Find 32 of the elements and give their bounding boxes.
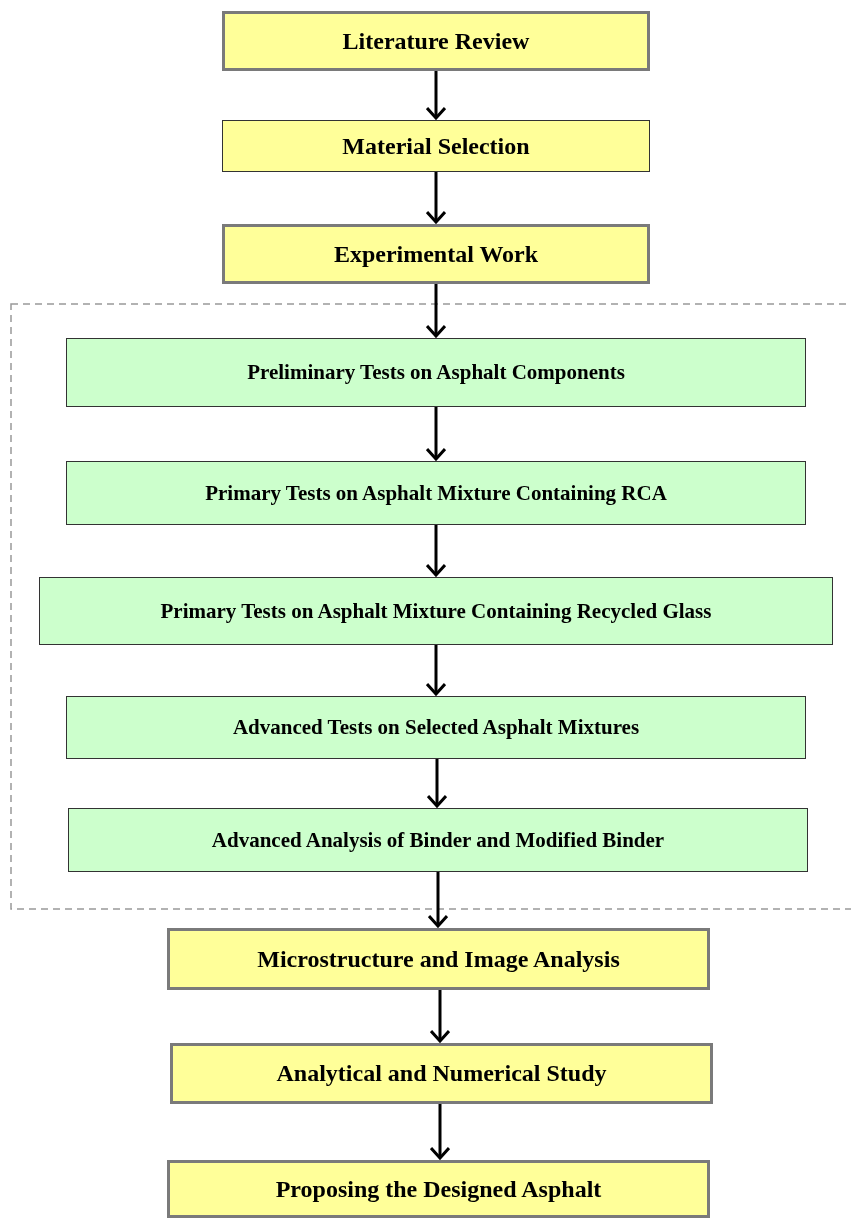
arrow	[425, 172, 447, 224]
arrow	[426, 759, 448, 808]
step-label: Analytical and Numerical Study	[276, 1060, 607, 1087]
test-step-box	[66, 338, 806, 407]
process-box	[170, 1043, 713, 1104]
process-box	[167, 1160, 710, 1218]
step-label: Experimental Work	[333, 240, 539, 268]
process-box	[167, 928, 710, 990]
test-step-box	[66, 696, 806, 759]
process-box	[222, 120, 650, 172]
step-label: Advanced Analysis of Binder and Modified Binder	[211, 827, 665, 853]
test-step-box	[66, 461, 806, 525]
step-label: Literature Review	[342, 27, 530, 55]
process-box	[222, 11, 650, 71]
arrow	[429, 990, 451, 1043]
arrow	[425, 71, 447, 120]
step-label: Primary Tests on Asphalt Mixture Containing RCA	[205, 480, 667, 506]
arrow	[425, 284, 447, 338]
arrow	[429, 1104, 451, 1160]
process-box	[222, 224, 650, 284]
arrow	[425, 407, 447, 461]
test-step-box	[39, 577, 833, 645]
step-label: Proposing the Designed Asphalt	[275, 1175, 602, 1203]
step-label: Primary Tests on Asphalt Mixture Containing Recycled Glass	[160, 598, 712, 624]
arrow	[427, 872, 449, 928]
test-step-box	[68, 808, 808, 872]
step-label: Microstructure and Image Analysis	[257, 945, 620, 973]
arrow	[425, 525, 447, 577]
arrow	[425, 645, 447, 696]
step-label: Material Selection	[342, 132, 530, 160]
step-label: Advanced Tests on Selected Asphalt Mixtures	[232, 715, 640, 740]
step-label: Preliminary Tests on Asphalt Components	[247, 360, 625, 385]
